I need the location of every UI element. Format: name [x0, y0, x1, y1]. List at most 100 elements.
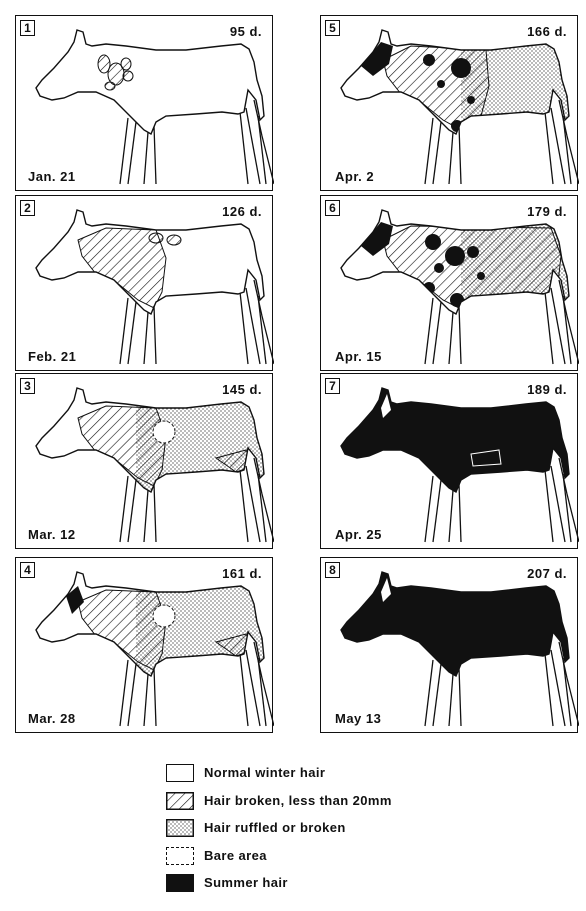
moose-leg — [120, 476, 128, 542]
summer-hair-swatch — [166, 874, 194, 892]
panel-days: 126 d. — [222, 204, 262, 219]
moose-leg — [120, 118, 128, 184]
panel-number: 4 — [20, 562, 35, 578]
moose-leg — [120, 298, 128, 364]
moose-leg — [545, 112, 553, 184]
moose-leg — [154, 306, 156, 364]
moose-leg — [128, 664, 136, 726]
moose-leg — [545, 654, 553, 726]
moose-drawing — [16, 558, 274, 734]
moose-panel-1: 1 95 d. Jan. 21 — [15, 15, 273, 191]
panel-number: 2 — [20, 200, 35, 216]
panel-number: 3 — [20, 378, 35, 394]
moose-leg — [154, 668, 156, 726]
moose-leg — [240, 470, 248, 542]
moose-drawing — [321, 16, 579, 192]
summer-spot — [451, 58, 471, 78]
moose-leg — [144, 490, 148, 542]
moose-leg — [449, 132, 453, 184]
panel-date: Jan. 21 — [28, 169, 76, 184]
panel-days: 145 d. — [222, 382, 262, 397]
moose-leg — [459, 484, 461, 542]
panel-date: Apr. 2 — [333, 169, 376, 184]
hatch-swatch — [166, 792, 194, 810]
moose-drawing — [16, 196, 274, 372]
moose-leg — [258, 474, 266, 542]
hatch-area — [383, 226, 561, 308]
moose-panel-6: 6 179 d. Apr. 15 — [320, 195, 578, 371]
moose-drawing — [321, 374, 579, 550]
moose-drawing — [16, 16, 274, 192]
panel-number: 1 — [20, 20, 35, 36]
hatch-patch — [121, 58, 131, 70]
bare-area — [153, 421, 175, 443]
summer-spot — [434, 263, 444, 273]
hatch-patch — [167, 235, 181, 245]
moose-leg — [258, 658, 266, 726]
legend-label: Hair ruffled or broken — [204, 820, 346, 835]
moose-panel-2: 2 126 d. Feb. 21 — [15, 195, 273, 371]
moose-leg — [433, 664, 441, 726]
moose-leg — [459, 306, 461, 364]
moose-leg — [144, 312, 148, 364]
panel-date: Mar. 28 — [28, 711, 76, 726]
moose-panel-8: 8207 d.May 13 — [320, 557, 578, 733]
summer-spot — [450, 293, 464, 307]
moose-leg — [128, 122, 136, 184]
moose-drawing — [321, 558, 579, 734]
summer-spot — [451, 120, 463, 132]
moose-leg — [449, 490, 453, 542]
moose-leg — [425, 298, 433, 364]
panel-number: 7 — [325, 378, 340, 394]
legend-label: Hair broken, less than 20mm — [204, 793, 392, 808]
panel-days: 179 d. — [527, 204, 567, 219]
moose-leg — [120, 660, 128, 726]
summer-spot — [445, 246, 465, 266]
summer-spot — [437, 80, 445, 88]
summer-spot — [423, 54, 435, 66]
moose-leg — [449, 312, 453, 364]
moose-leg — [545, 292, 553, 364]
moose-leg — [459, 126, 461, 184]
moose-leg — [258, 116, 266, 184]
moose-panel-5: 5 166 d. Apr. 2 — [320, 15, 578, 191]
moose-leg — [563, 296, 571, 364]
panel-days: 95 d. — [230, 24, 262, 39]
legend-label: Normal winter hair — [204, 765, 325, 780]
moose-panel-4: 4 161 d. Mar. 28 — [15, 557, 273, 733]
hatch-patch — [149, 233, 163, 243]
moose-leg — [128, 480, 136, 542]
panel-number: 5 — [325, 20, 340, 36]
coat-pattern-layer — [66, 584, 266, 674]
moose-drawing — [321, 196, 579, 372]
panel-date: May 13 — [333, 711, 383, 726]
panel-days: 161 d. — [222, 566, 262, 581]
panel-date: Apr. 15 — [333, 349, 384, 364]
moose-leg — [154, 126, 156, 184]
moose-leg — [425, 118, 433, 184]
legend-label: Bare area — [204, 848, 267, 863]
coat-pattern-layer — [78, 400, 266, 490]
hatch-patch — [123, 71, 133, 81]
summer-spot — [477, 272, 485, 280]
dots-swatch — [166, 819, 194, 837]
moose-leg — [433, 122, 441, 184]
moose-leg — [433, 480, 441, 542]
moose-leg — [425, 476, 433, 542]
hatch-patch — [105, 82, 115, 90]
panel-date: Apr. 25 — [333, 527, 384, 542]
moose-leg — [258, 296, 266, 364]
moose-leg — [240, 292, 248, 364]
moose-leg — [154, 484, 156, 542]
moose-leg — [459, 668, 461, 726]
panel-date: Feb. 21 — [28, 349, 76, 364]
bare-area-swatch — [166, 847, 194, 865]
moose-leg — [563, 658, 571, 726]
panel-number: 6 — [325, 200, 340, 216]
moose-leg — [545, 470, 553, 542]
panel-days: 166 d. — [527, 24, 567, 39]
moose-leg — [563, 116, 571, 184]
summer-spot — [425, 234, 441, 250]
panel-days: 207 d. — [527, 566, 567, 581]
panel-date: Mar. 12 — [28, 527, 76, 542]
